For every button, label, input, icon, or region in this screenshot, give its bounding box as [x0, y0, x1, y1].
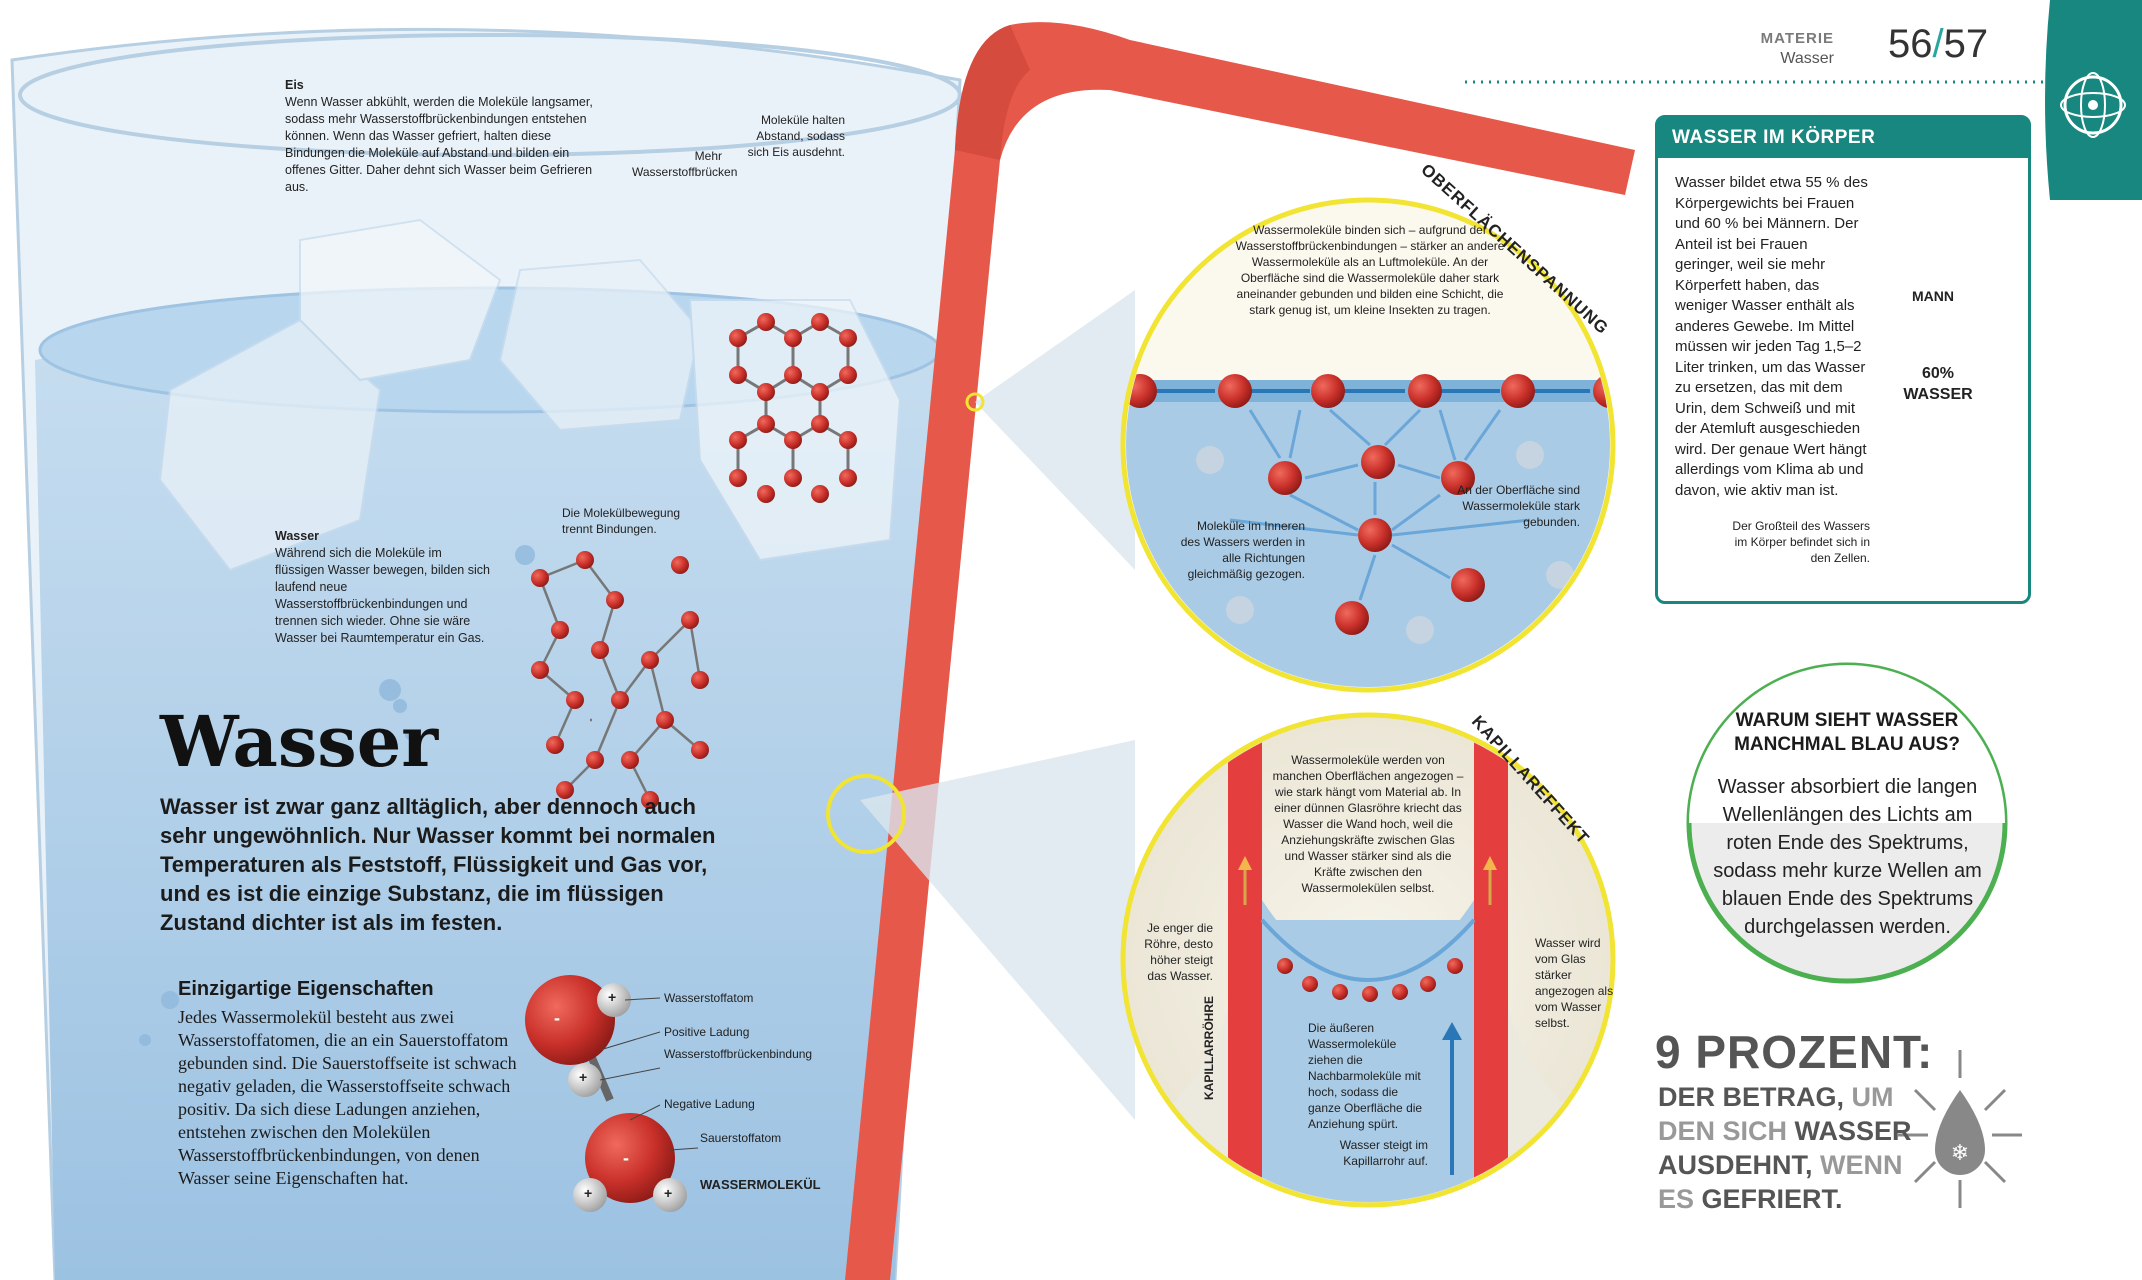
label-bond: Wasserstoffbrückenbindung	[664, 1047, 813, 1061]
capillary-label-narrow: Je enger die Röhre, desto höher steigt d…	[1144, 921, 1213, 983]
ice-lattice-atoms	[729, 313, 857, 503]
ice-heading: Eis	[285, 78, 304, 92]
label-negative: Negative Ladung	[664, 1097, 755, 1111]
unique-title: Einzigartige Eigenschaften	[178, 978, 434, 1000]
h2o-molecule	[525, 975, 687, 1212]
expand-arrows-icon	[1898, 1050, 2022, 1208]
fact-w5: AUSDEHNT,	[1658, 1150, 1813, 1180]
fact-text: DER BETRAG, UM DEN SICH WASSER AUSDEHNT,…	[1658, 1080, 1918, 1216]
page-numbers: 56/57	[1888, 22, 1988, 67]
body-box: WASSER IM KÖRPER	[1655, 115, 2031, 604]
microscope-atom-icon	[2045, 0, 2142, 200]
fact-w3: DEN SICH	[1658, 1116, 1788, 1146]
zoom-marker-large	[826, 774, 906, 854]
glass-rim	[18, 33, 962, 157]
liquid-atoms	[531, 551, 709, 809]
fact-w1: DER BETRAG,	[1658, 1082, 1845, 1112]
surface-text: Wassermoleküle binden sich – aufgrund de…	[1235, 223, 1505, 317]
page-right: 57	[1943, 22, 1989, 66]
capillary-label-glass: Wasser wird vom Glas stärker angezogen a…	[1535, 936, 1614, 1030]
meniscus-molecules	[1277, 958, 1463, 1002]
straw	[845, 22, 1635, 1280]
unique-text: Jedes Wassermolekül besteht aus zwei Was…	[178, 1007, 517, 1188]
svg-text:❄: ❄	[1951, 1141, 1969, 1166]
fact-w4: WASSER	[1787, 1116, 1912, 1146]
plus-sign-bottom-right: +	[664, 1185, 673, 1201]
fact-big: 9 PROZENT:	[1655, 1026, 1934, 1078]
ice-label-distance: Moleküle halten Abstand, sodass sich Eis…	[747, 113, 845, 159]
tube-label: KAPILLARRÖHRE	[1202, 996, 1216, 1100]
page-separator: /	[1932, 22, 1944, 66]
tube-wall-right	[1474, 718, 1508, 1202]
fact-w2: UM	[1844, 1082, 1894, 1112]
fact-w6: WENN	[1812, 1150, 1903, 1180]
surface-label-surface: An der Oberfläche sind Wassermoleküle st…	[1457, 483, 1580, 529]
ice-drop-icon: ❄	[1935, 1090, 1985, 1175]
body-percent: 60%	[1921, 365, 1955, 382]
liquid-heading: Wasser	[275, 529, 320, 543]
liquid-caption: Wasser Während sich die Moleküle im flüs…	[275, 528, 490, 647]
body-box-title: WASSER IM KÖRPER	[1658, 118, 2028, 158]
body-cells-note: Der Großteil des Wassers im Körper befin…	[1732, 519, 1870, 565]
section-label: MATERIE	[1760, 30, 1834, 47]
question-title: WARUM SIEHT WASSER MANCHMAL BLAU AUS?	[1734, 710, 1960, 755]
zoom-cone-capillary	[860, 740, 1135, 1120]
plus-sign-top: +	[608, 989, 617, 1005]
lead-text: Wasser ist zwar ganz alltäglich, aber de…	[160, 794, 716, 935]
capillary-label-outer: Die äußeren Wassermoleküle ziehen die Na…	[1308, 1021, 1423, 1131]
molecule-leader-lines	[599, 997, 699, 1151]
body-text: Wasser bildet etwa 55 % des Körpergewich…	[1675, 174, 1868, 499]
fact-w8: GEFRIERT.	[1694, 1184, 1843, 1214]
fact-w7: ES	[1658, 1184, 1695, 1214]
liquid-label-motion: Die Molekülbewegung trennt Bindungen.	[562, 506, 681, 536]
bubbles	[139, 545, 535, 1046]
label-hydrogen: Wasserstoffatom	[664, 991, 754, 1005]
plus-sign-mid: +	[579, 1069, 588, 1085]
label-oxygen: Sauerstoffatom	[700, 1131, 782, 1145]
capillary-label-rise: Wasser steigt im Kapillarrohr auf.	[1339, 1138, 1428, 1168]
minus-sign-bottom: -	[623, 1148, 629, 1168]
page-title: Wasser	[160, 700, 439, 783]
zoom-cone-surface	[975, 290, 1135, 570]
capillary-text: Wassermoleküle werden von manchen Oberfl…	[1272, 753, 1464, 895]
surface-molecules	[1126, 374, 1610, 635]
liquid-text: Während sich die Moleküle im flüssigen W…	[275, 546, 490, 645]
ice-caption: Eis Wenn Wasser abkühlt, werden die Mole…	[285, 77, 605, 196]
minus-sign-top: -	[554, 1008, 560, 1028]
page-left: 56	[1888, 22, 1933, 66]
body-percent-label: WASSER	[1903, 386, 1973, 403]
inner-arrows	[1229, 408, 1531, 601]
label-positive: Positive Ladung	[664, 1025, 750, 1039]
subsection-label: Wasser	[1780, 50, 1834, 67]
ice-label-bridges: Mehr Wasserstoffbrücken	[632, 149, 738, 179]
question-text: Wasser absorbiert die langen Wellenlänge…	[1713, 776, 1982, 938]
ice-text: Wenn Wasser abkühlt, werden die Moleküle…	[285, 95, 593, 194]
molecule-caption: WASSERMOLEKÜL	[700, 1177, 821, 1192]
surface-label-inner: Moleküle im Inneren des Wassers werden i…	[1180, 519, 1305, 581]
body-figure-label: MANN	[1912, 288, 1954, 304]
zoom-marker-small	[965, 392, 985, 412]
plus-sign-bottom-left: +	[584, 1185, 593, 1201]
tube-wall-left	[1228, 718, 1262, 1202]
